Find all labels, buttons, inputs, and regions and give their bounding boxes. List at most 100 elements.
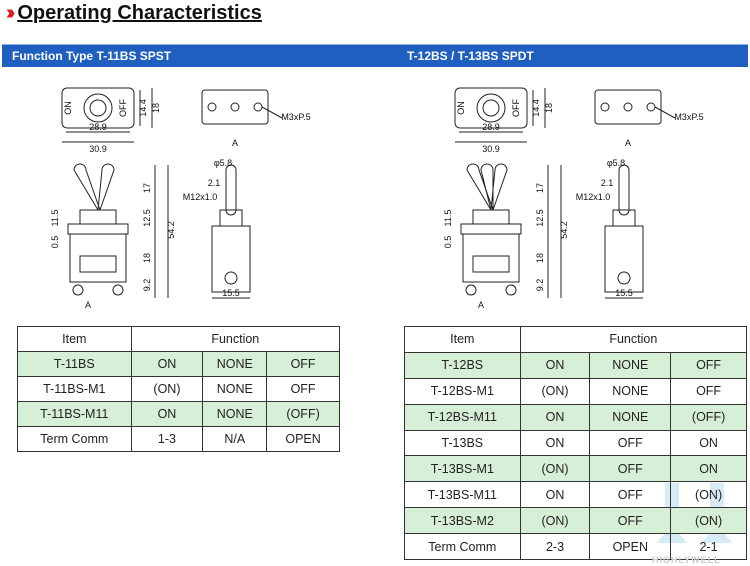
side-terminal xyxy=(224,271,238,285)
function-cell: 1-3 xyxy=(130,426,204,452)
dim-18b: 18 xyxy=(142,253,152,263)
function-cell: ON xyxy=(130,401,204,427)
lever xyxy=(466,163,494,211)
terminal xyxy=(465,284,477,296)
function-cell: OFF xyxy=(266,351,340,377)
dim-18b: 18 xyxy=(535,253,545,263)
function-cell: NONE xyxy=(202,376,268,402)
side-lever xyxy=(225,164,237,216)
dim-18: 18 xyxy=(544,103,554,113)
dim-14-4: 14.4 xyxy=(531,99,541,117)
page-title: ››Operating Characteristics xyxy=(6,2,262,24)
dim-17: 17 xyxy=(142,183,152,193)
lever xyxy=(73,163,101,211)
item-cell: T-12BS-M11 xyxy=(404,403,521,431)
terminal xyxy=(112,284,124,296)
top-view-on-label: ON xyxy=(456,101,466,115)
side-body xyxy=(604,225,644,293)
top-view-body xyxy=(61,87,135,129)
terminal xyxy=(72,284,84,296)
function-cell: NONE xyxy=(202,401,268,427)
function-cell: OPEN xyxy=(266,426,340,452)
dim-54-2: 54.2 xyxy=(166,221,176,239)
lever xyxy=(480,163,494,211)
dim-11-5: 11.5 xyxy=(443,210,453,227)
item-cell: T-13BS-M2 xyxy=(404,507,521,535)
terminal-screw xyxy=(646,102,656,112)
function-cell: NONE xyxy=(589,377,672,405)
function-cell: 2-1 xyxy=(670,533,747,561)
item-cell: T-13BS xyxy=(404,429,521,457)
terminal-screw xyxy=(600,102,610,112)
top-view-bushing xyxy=(83,93,113,123)
side-bushing xyxy=(219,209,243,227)
item-cell: T-11BS-M1 xyxy=(17,376,132,402)
dim-15-5: 15.5 xyxy=(222,288,240,298)
terminal-screw xyxy=(207,102,217,112)
header-item: Item xyxy=(17,326,132,352)
function-cell: OFF xyxy=(670,351,747,379)
lever xyxy=(97,163,115,211)
dim-17: 17 xyxy=(535,183,545,193)
right-section-title: T-12BS / T-13BS SPDT xyxy=(407,49,534,63)
dim-18: 18 xyxy=(151,103,161,113)
dim-2-1: 2.1 xyxy=(208,178,221,188)
function-cell: (ON) xyxy=(130,376,204,402)
function-cell: (ON) xyxy=(670,507,747,535)
header-function: Function xyxy=(519,326,748,353)
function-cell: NONE xyxy=(202,351,268,377)
dim-0-5: 0.5 xyxy=(443,236,453,249)
dim-28-9: 28.9 xyxy=(89,122,107,132)
lever xyxy=(490,163,508,211)
function-cell: ON xyxy=(670,429,747,457)
function-cell: ON xyxy=(670,455,747,483)
item-cell: T-13BS-M11 xyxy=(404,481,521,509)
function-cell: OFF xyxy=(589,429,672,457)
item-cell: T-11BS xyxy=(17,351,132,377)
watermark-text: HIGHLYWELL xyxy=(652,555,721,565)
terminal-screw xyxy=(253,102,263,112)
dim-11-5: 11.5 xyxy=(50,210,60,227)
function-cell: ON xyxy=(519,351,591,379)
dim-30-9: 30.9 xyxy=(482,144,500,154)
view-a-label: A xyxy=(232,138,238,148)
dim-30-9: 30.9 xyxy=(89,144,107,154)
function-cell: NONE xyxy=(589,351,672,379)
item-cell: T-12BS xyxy=(404,351,521,379)
function-cell: OFF xyxy=(589,455,672,483)
item-cell: Term Comm xyxy=(17,426,132,452)
function-cell: NONE xyxy=(589,403,672,431)
dim-m12: M12x1.0 xyxy=(183,192,218,202)
view-a-body xyxy=(201,89,269,125)
dim-14-4: 14.4 xyxy=(138,99,148,117)
dim-phi-5-8: φ5.8 xyxy=(214,158,232,168)
mount-nut xyxy=(67,223,129,235)
view-a-label: A xyxy=(625,138,631,148)
leader-line xyxy=(261,106,283,119)
view-a-body xyxy=(594,89,662,125)
dim-9-2: 9.2 xyxy=(535,279,545,292)
function-cell: (OFF) xyxy=(670,403,747,431)
function-cell: (ON) xyxy=(519,455,591,483)
dim-15-5: 15.5 xyxy=(615,288,633,298)
dim-m3: M3xP.5 xyxy=(674,112,703,122)
switch-body xyxy=(462,233,520,283)
terminal xyxy=(505,284,517,296)
item-cell: T-12BS-M1 xyxy=(404,377,521,405)
item-cell: Term Comm xyxy=(404,533,521,561)
